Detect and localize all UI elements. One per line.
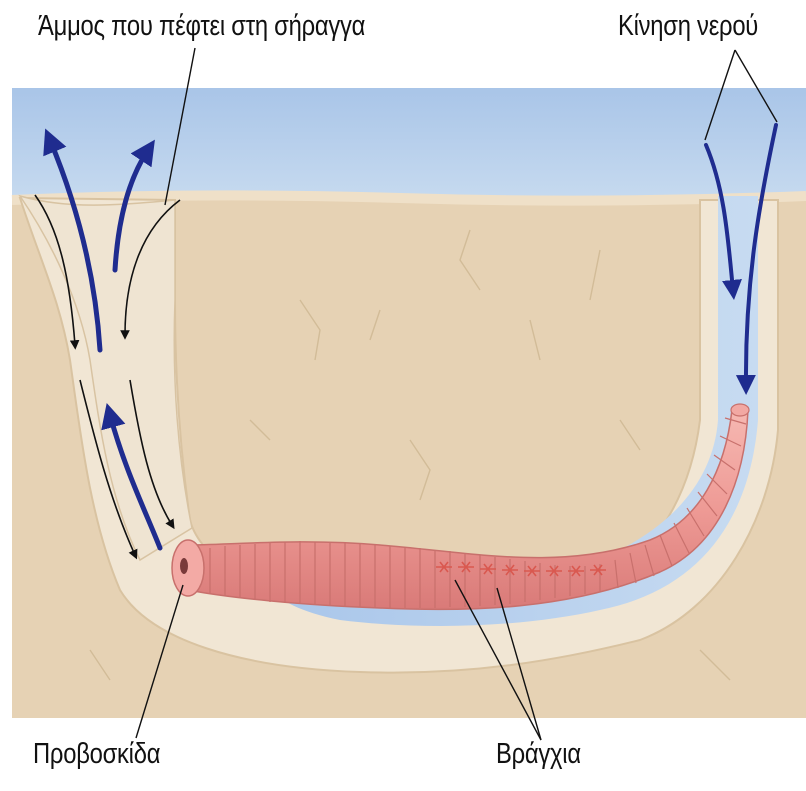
label-sand-falling: Άμμος που πέφτει στη σήραγγα [38,10,365,43]
label-proboscis: Προβοσκίδα [33,738,160,771]
worm-tail-tip [731,404,749,416]
label-gills: Βράγχια [496,738,581,771]
label-water-movement: Κίνηση νερού [618,10,758,43]
worm-proboscis-head [172,540,204,596]
